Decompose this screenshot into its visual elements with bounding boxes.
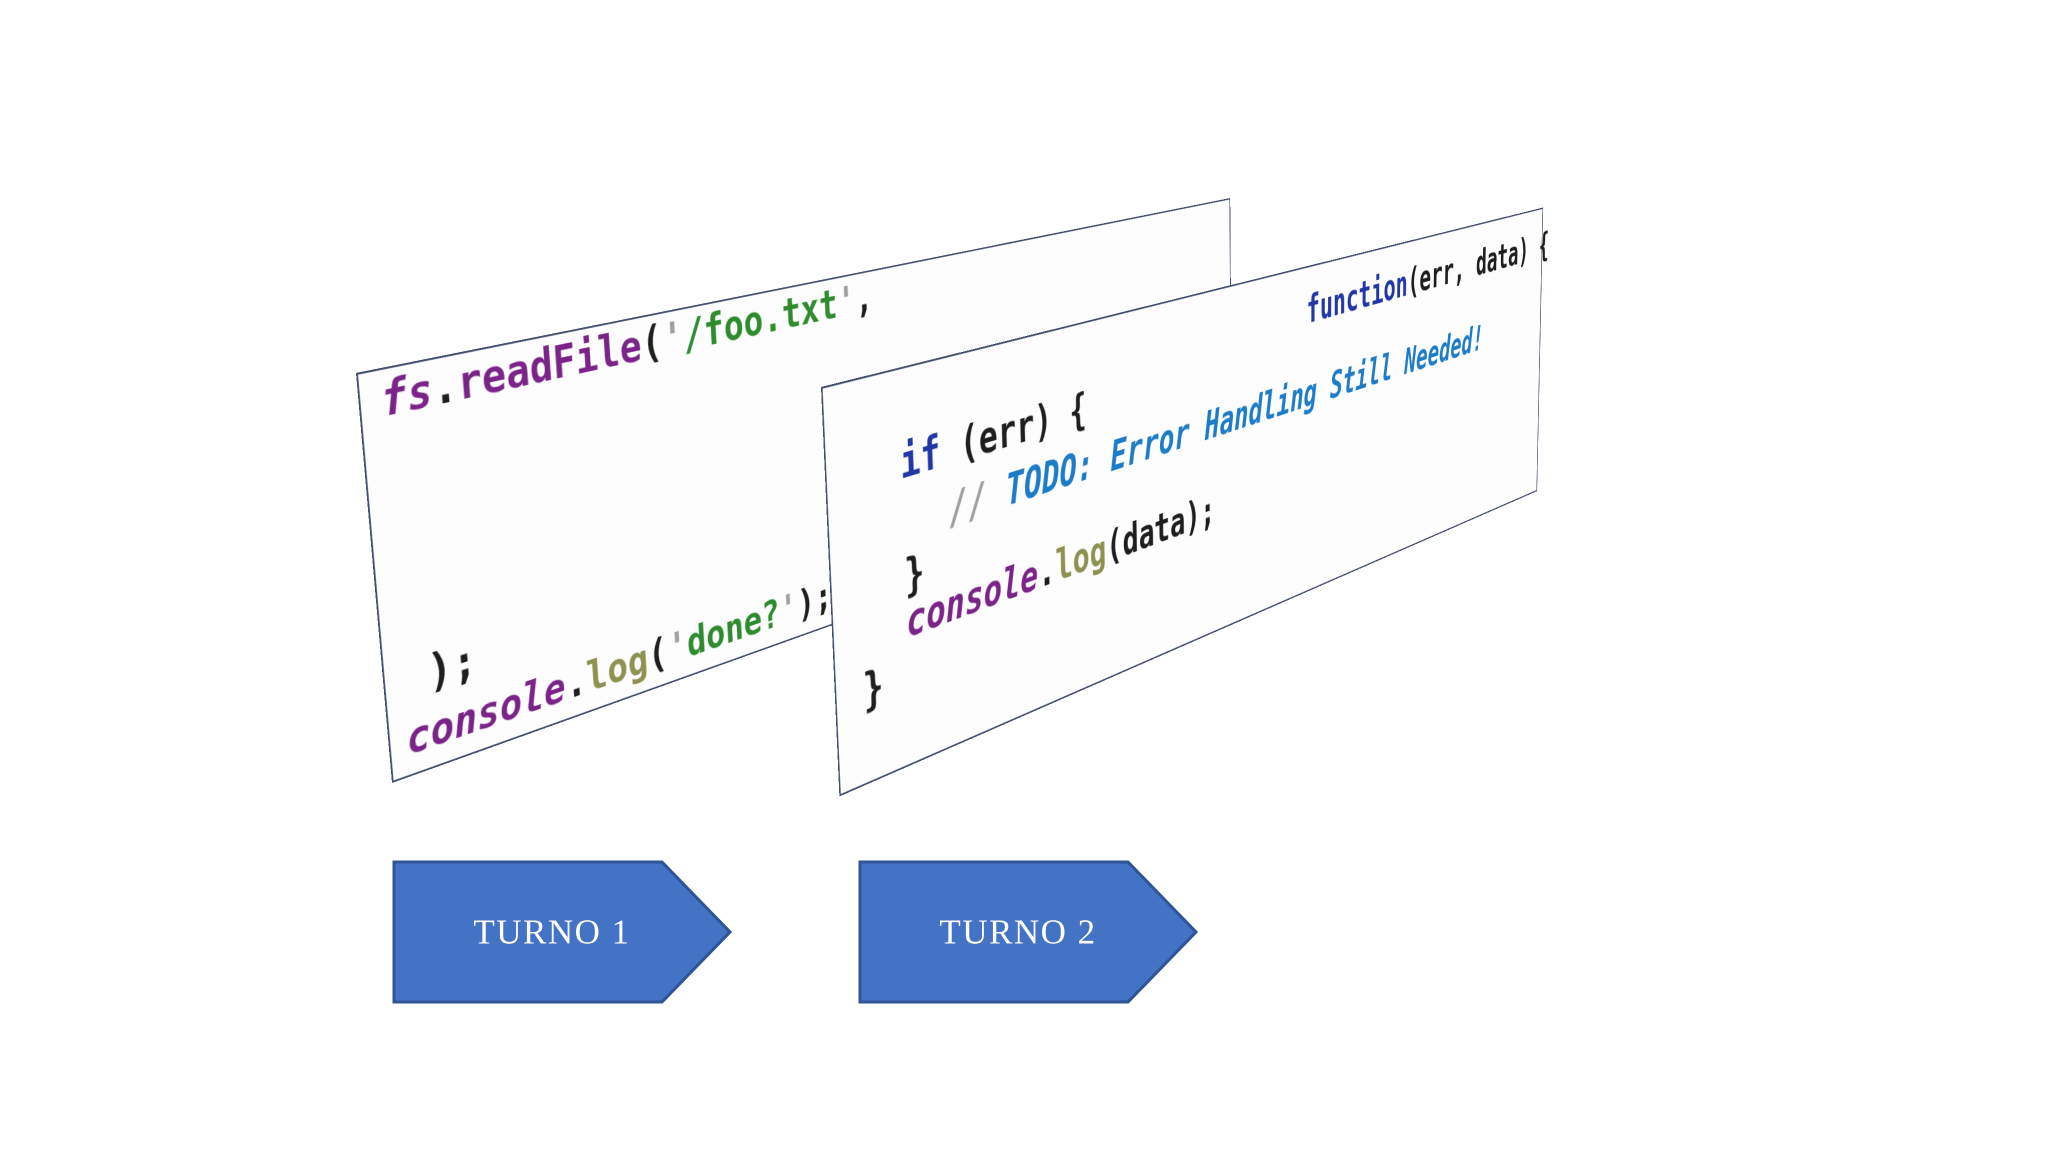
code-token: log (584, 633, 650, 702)
code-token: done? (685, 589, 781, 667)
code-token: readFile (455, 319, 643, 412)
code-token: ); (425, 632, 479, 701)
code-token: log (1054, 524, 1107, 593)
arrow-pentagon-shape (392, 860, 733, 1004)
code-line: ); (425, 632, 478, 700)
code-token: console (905, 549, 1039, 649)
code-token: ' (661, 311, 685, 366)
code-token: (data); (1105, 486, 1216, 573)
code-token: . (1037, 543, 1057, 599)
turn-2-arrow-shape: TURNO 2 (858, 860, 1199, 1004)
code-token: /foo.txt (681, 280, 839, 362)
turn-2-arrow-label: TURNO 2 (939, 913, 1096, 952)
turn-1-arrow-shape: TURNO 1 (392, 860, 733, 1004)
arrow-pentagon-shape (858, 860, 1199, 1004)
turn-1-arrow-label: TURNO 1 (473, 913, 630, 952)
code-token: fs (378, 362, 435, 429)
code-token: ( (639, 315, 664, 371)
code-line: function(err, data) { (1306, 225, 1550, 334)
code-token: // (948, 465, 1007, 536)
code-token: , (854, 273, 874, 324)
code-token: if (899, 425, 942, 491)
code-token: ' (666, 620, 689, 674)
code-line: } (862, 658, 885, 719)
code-token: function (1306, 262, 1408, 334)
code-token: ' (836, 276, 857, 328)
turn-2-arrow: TURNO 2 (858, 860, 1199, 1004)
code-token: } (861, 658, 885, 720)
code-token: ' (778, 583, 799, 634)
code-token: ); (796, 572, 833, 628)
code-line: fs.readFile('/foo.txt', (378, 273, 874, 429)
turn-1-arrow: TURNO 1 (392, 860, 733, 1004)
code-token: (err, data) { (1407, 225, 1550, 305)
